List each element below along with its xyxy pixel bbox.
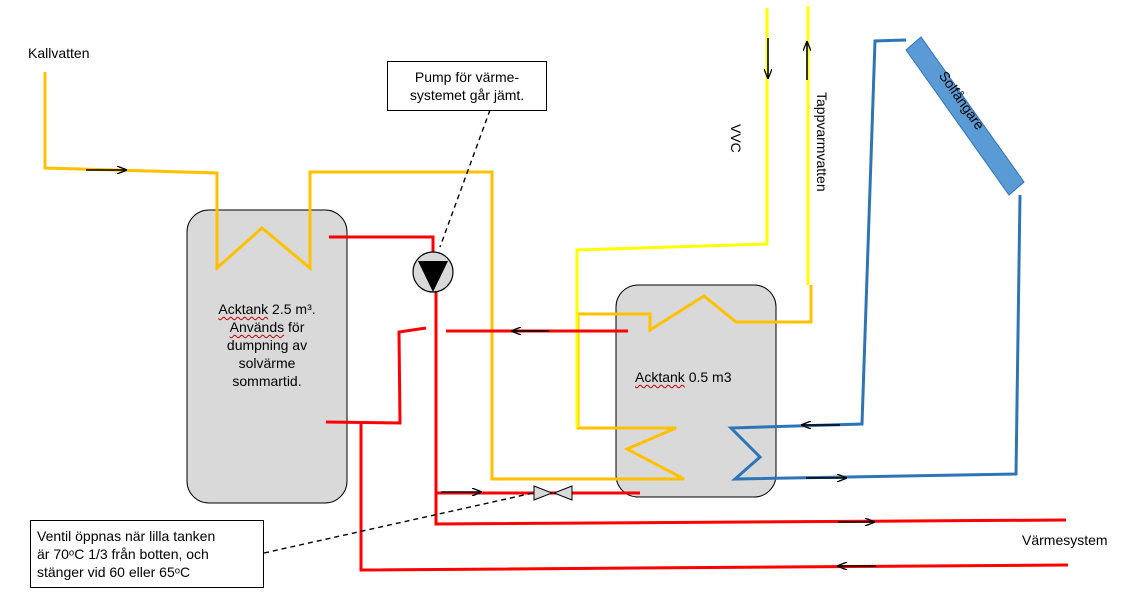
big-tank-text: Acktank 2.5 m³. Används för dumpning av … xyxy=(187,300,347,390)
label-tappvarmvatten: Tappvarmvatten xyxy=(814,92,830,192)
cold-water-pipe xyxy=(43,72,813,481)
big-tank-line4: solvärme xyxy=(238,355,296,371)
big-tank-line2-word: Används xyxy=(229,319,285,335)
small-tank-text: Acktank 0.5 m3 xyxy=(635,369,732,386)
big-tank-line3: dumpning av xyxy=(226,337,308,353)
valve-callout-line1: Ventil öppnas när lilla tanken xyxy=(37,528,216,544)
pump-callout-line2: systemet går jämt. xyxy=(409,87,525,103)
vvc-pipe xyxy=(575,8,769,428)
big-tank-bottom-pipe xyxy=(325,326,427,425)
valve-callout-line2: är 70ᵒC 1/3 från botten, och xyxy=(37,546,209,562)
small-tank-rest: 0.5 m3 xyxy=(684,369,732,385)
big-tank-line2-rest: för xyxy=(284,319,305,335)
pump[interactable] xyxy=(412,251,454,293)
big-tank-line5: sommartid. xyxy=(232,373,302,389)
label-kallvatten: Kallvatten xyxy=(28,45,90,61)
label-vvc: VVC xyxy=(728,124,744,153)
big-tank-word: Acktank xyxy=(218,301,269,317)
valve-callout-leader xyxy=(263,492,534,554)
valve-callout-line3: stänger vid 60 eller 65ᵒC xyxy=(37,564,191,580)
pump-callout-leader xyxy=(439,109,491,248)
label-varmesystem: Värmesystem xyxy=(1022,532,1108,548)
big-tank-line1-rest: 2.5 m³. xyxy=(268,301,316,317)
big-tank xyxy=(186,209,348,504)
valve-callout: Ventil öppnas när lilla tanken är 70ᵒC 1… xyxy=(30,520,264,588)
small-tank-word: Acktank xyxy=(635,369,685,385)
small-tank xyxy=(615,284,777,498)
solar-circuit-pipe xyxy=(727,38,1022,481)
solar-panel xyxy=(905,36,1025,196)
pump-callout: Pump för värme- systemet går jämt. xyxy=(387,61,547,111)
heating-return-pipe xyxy=(359,422,1069,572)
pump-callout-line1: Pump för värme- xyxy=(414,69,520,85)
big-tank-top-outlet-pipe xyxy=(329,235,435,252)
valve[interactable] xyxy=(533,485,573,501)
